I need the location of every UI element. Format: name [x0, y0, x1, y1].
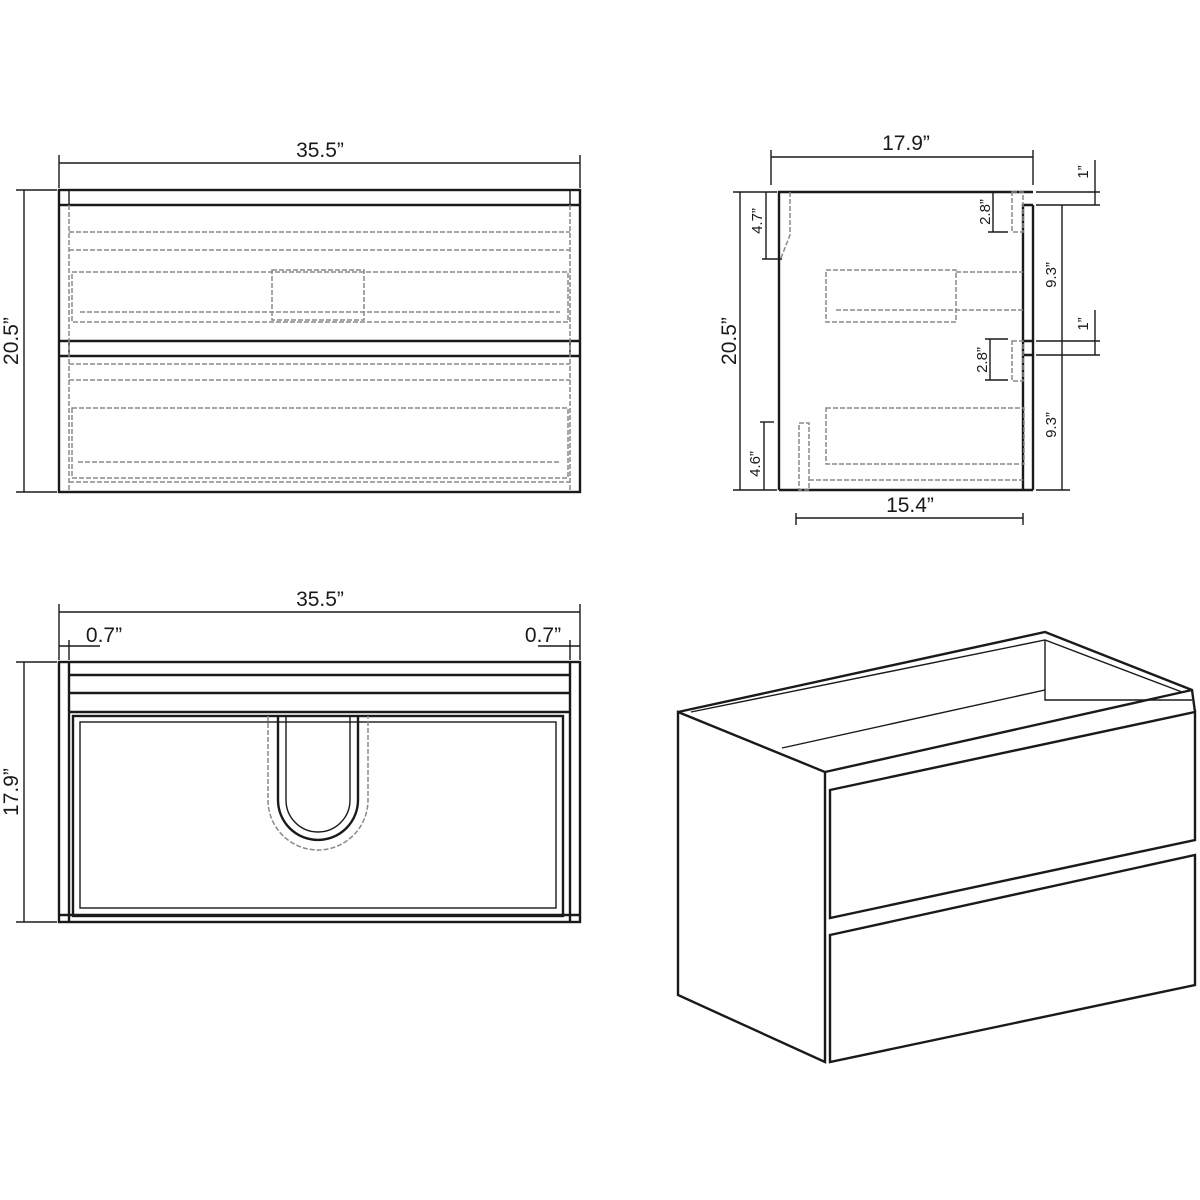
top-gap-label: 1”: [1075, 165, 1092, 178]
lower-handle-label: 2.8”: [974, 347, 991, 373]
isometric-view: [676, 630, 1197, 1064]
side-view: 17.9” 20.5” 4.7” 4.6” 2.8” 2.8” 1” 9.3” …: [718, 132, 1100, 525]
top-depth-label: 17.9”: [0, 768, 23, 816]
upper-drawer-label: 9.3”: [1043, 262, 1060, 288]
right-side-label: 0.7”: [525, 624, 561, 647]
u-cutout: [276, 716, 360, 842]
front-width-label: 35.5”: [296, 139, 344, 162]
lower-drawer-label: 9.3”: [1043, 412, 1060, 438]
bottom-rail-label: 4.6”: [747, 451, 764, 477]
front-height-label: 20.5”: [0, 317, 23, 365]
upper-handle-label: 2.8”: [977, 199, 994, 225]
upper-drawer-front: [828, 710, 1197, 920]
side-depth-label: 17.9”: [882, 132, 930, 155]
top-view: 35.5” 0.7” 0.7” 17.9”: [0, 588, 582, 924]
lower-drawer-front: [828, 853, 1197, 1064]
middle-gap-label: 1”: [1075, 317, 1092, 330]
left-side-label: 0.7”: [86, 624, 122, 647]
top-width-label: 35.5”: [296, 588, 344, 611]
side-height-label: 20.5”: [718, 317, 741, 365]
inner-depth-label: 15.4”: [886, 494, 934, 517]
cutout-hidden: [271, 269, 365, 321]
left-side-panel: [676, 710, 827, 1064]
front-view: 35.5” 20.5”: [0, 139, 582, 494]
top-rail-label: 4.7”: [749, 208, 766, 234]
